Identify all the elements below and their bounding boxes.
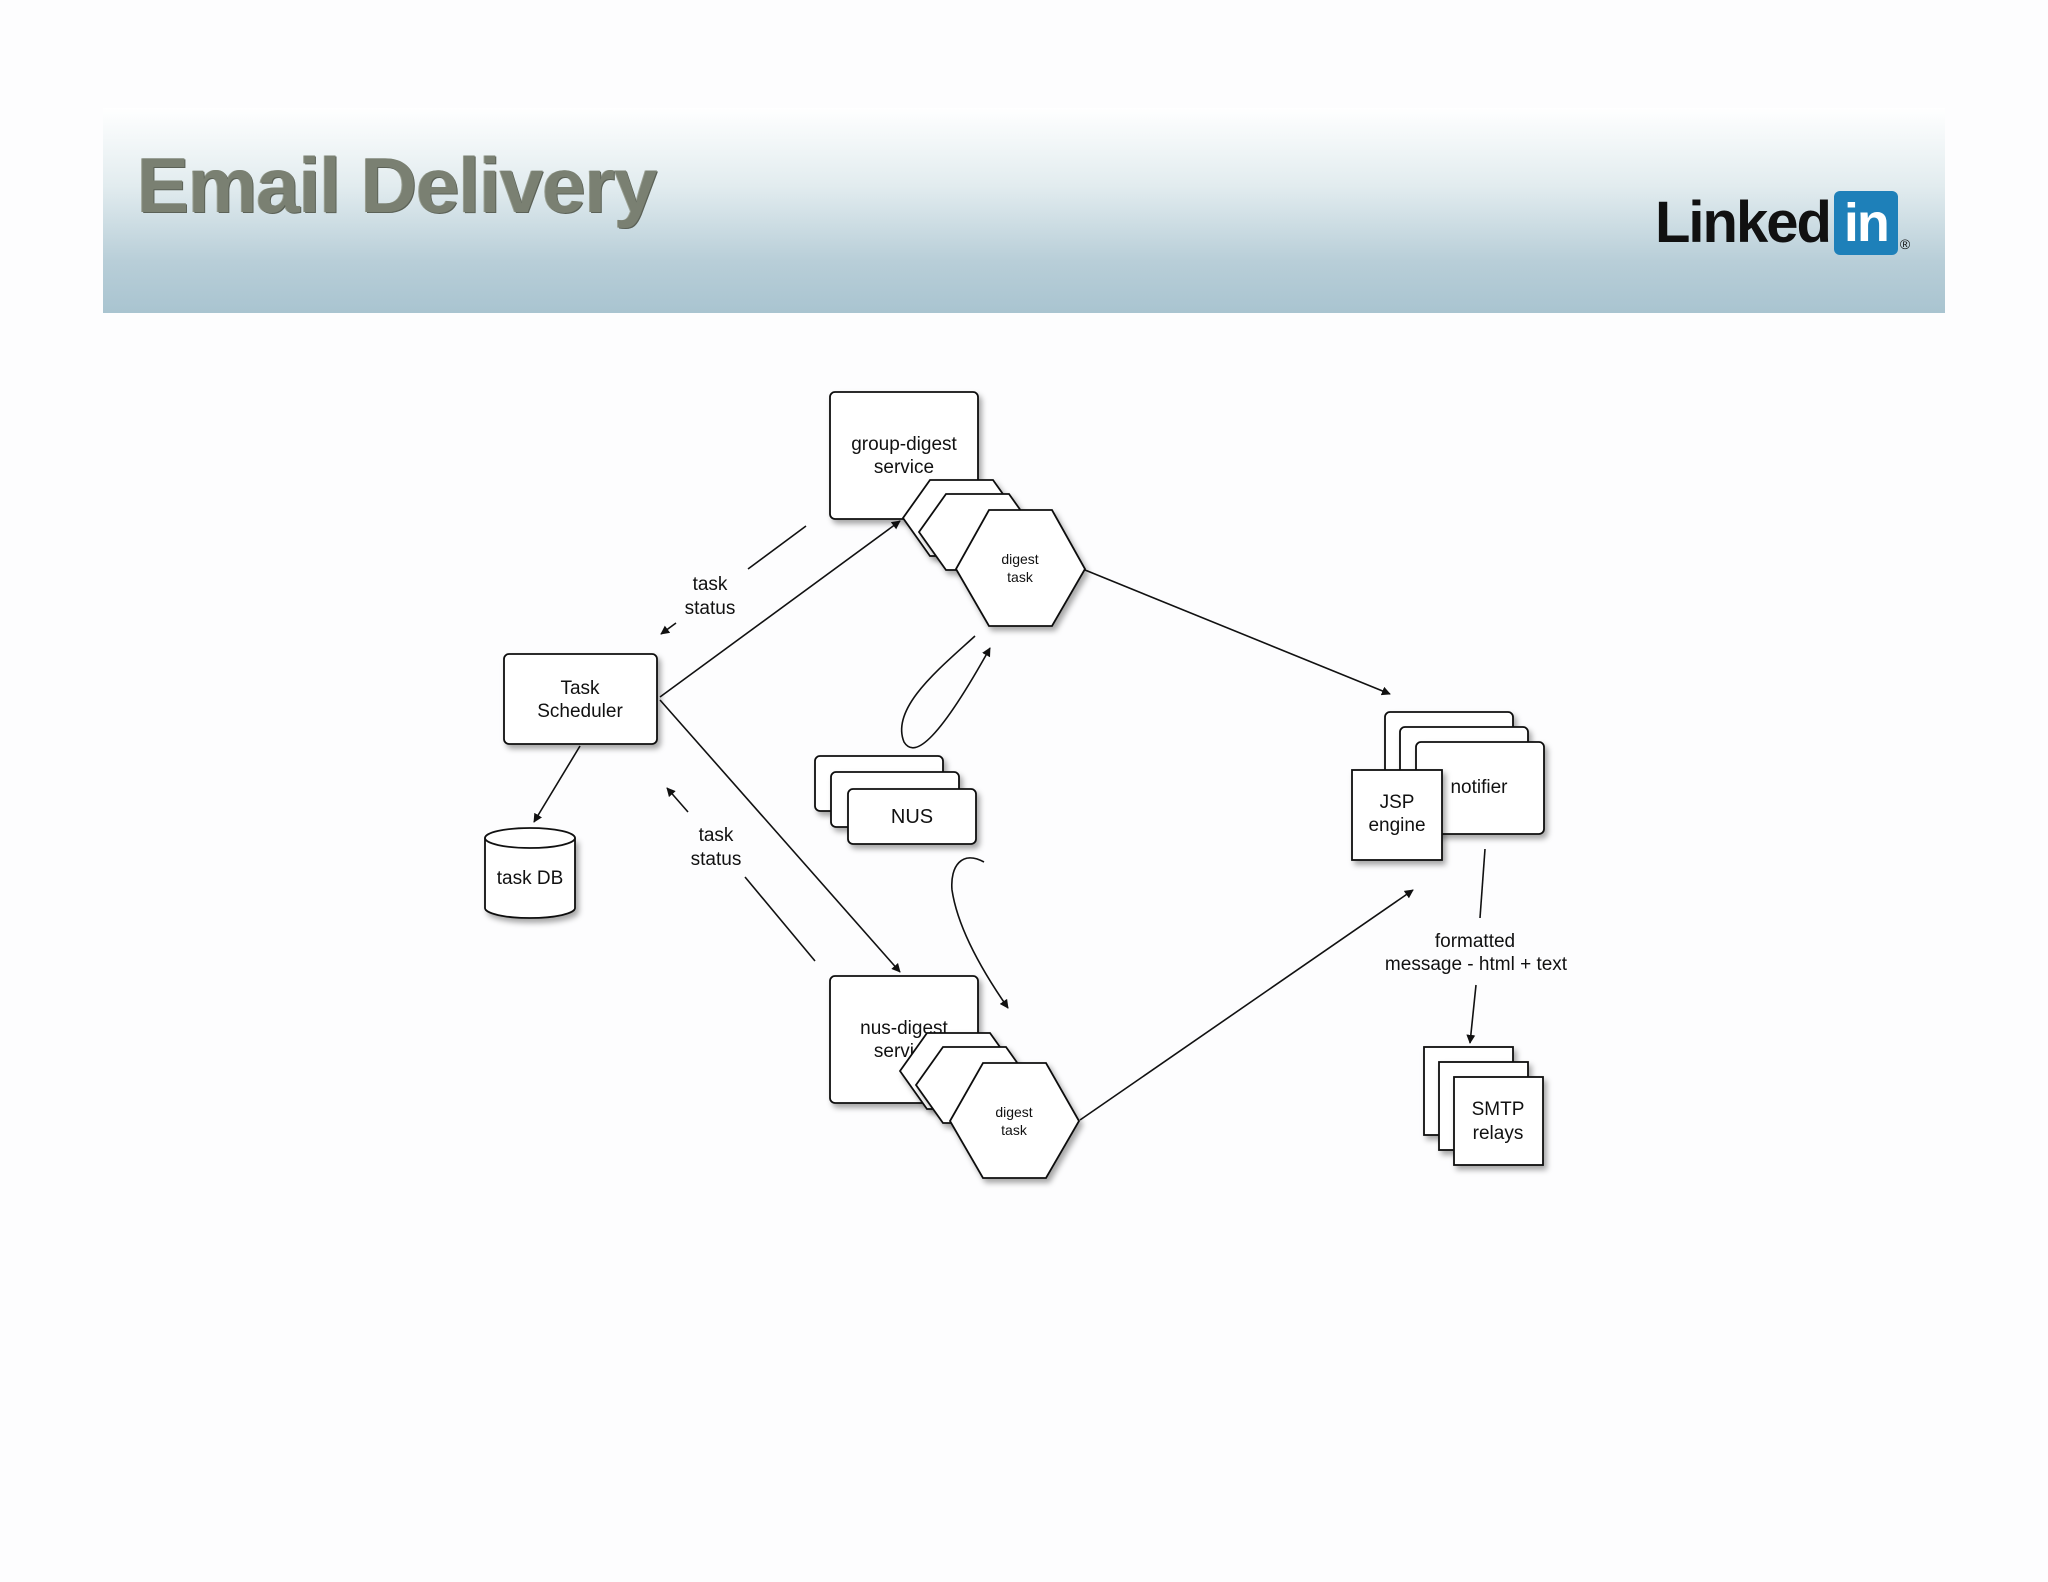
smtp-relays-label-2: relays <box>1473 1123 1524 1144</box>
digest-task-top-node: digest task <box>901 479 1087 627</box>
group-digest-label-1: group-digest <box>851 434 957 455</box>
task-db-label: task DB <box>497 868 564 889</box>
edge-scheduler-to-group-digest <box>659 520 901 698</box>
linkedin-logo: Linked in ® <box>1655 190 1910 256</box>
jsp-engine-label-2: engine <box>1368 815 1425 836</box>
edge-notifier-to-label <box>1479 848 1486 919</box>
group-digest-label-2: service <box>874 457 934 478</box>
task-status-bottom-label-2: status <box>691 849 742 870</box>
edge-label-to-smtp <box>1466 984 1477 1044</box>
edge-task-status-top-arrow <box>660 622 677 635</box>
edge-task-status-bottom <box>744 876 816 962</box>
edge-scheduler-to-taskdb <box>533 745 581 823</box>
logo-in-box: in <box>1833 191 1898 255</box>
digest-task-top-label-2: task <box>1007 569 1034 585</box>
digest-task-bottom-label-2: task <box>1001 1122 1028 1138</box>
jsp-engine-label-1: JSP <box>1380 792 1415 813</box>
digest-task-bottom-label-1: digest <box>995 1104 1032 1120</box>
nus-label: NUS <box>891 806 933 828</box>
jsp-engine-node: JSP engine <box>1351 769 1443 861</box>
diagram-edges <box>533 520 1486 1121</box>
edge-task-status-top <box>747 525 807 570</box>
edge-scheduler-to-nus-digest <box>659 699 901 973</box>
logo-registered-mark: ® <box>1899 236 1911 252</box>
digest-task-top-label-1: digest <box>1001 551 1038 567</box>
task-scheduler-node: Task Scheduler <box>503 653 658 745</box>
task-scheduler-label-2: Scheduler <box>537 701 623 722</box>
task-scheduler-label-1: Task <box>560 678 600 699</box>
task-status-bottom-label-1: task <box>699 825 734 846</box>
formatted-message-label-1: formatted <box>1435 931 1515 952</box>
logo-word: Linked <box>1655 190 1832 255</box>
title-banner <box>103 108 1945 313</box>
formatted-message-label-2: message - html + text <box>1385 954 1568 975</box>
edge-labels: task status task status formatted messag… <box>685 574 1568 975</box>
slide-title: Email Delivery <box>137 141 657 229</box>
edge-nus-loop-top <box>900 635 991 749</box>
task-status-top-label-2: status <box>685 598 736 619</box>
notifier-label: notifier <box>1450 777 1508 798</box>
edge-nus-loop-bottom <box>951 857 1009 1009</box>
digest-task-bottom-node: digest task <box>898 1032 1081 1179</box>
edge-task-status-bottom-arrow <box>666 787 689 813</box>
nus-node: NUS <box>814 755 977 845</box>
task-status-top-label-1: task <box>693 574 728 595</box>
smtp-relays-node: SMTP relays <box>1423 1046 1544 1166</box>
edge-digest-bottom-to-jsp <box>1079 889 1414 1121</box>
smtp-relays-label-1: SMTP <box>1472 1099 1525 1120</box>
task-db-node: task DB <box>484 827 576 919</box>
edge-digest-top-to-notifier <box>1084 569 1391 696</box>
